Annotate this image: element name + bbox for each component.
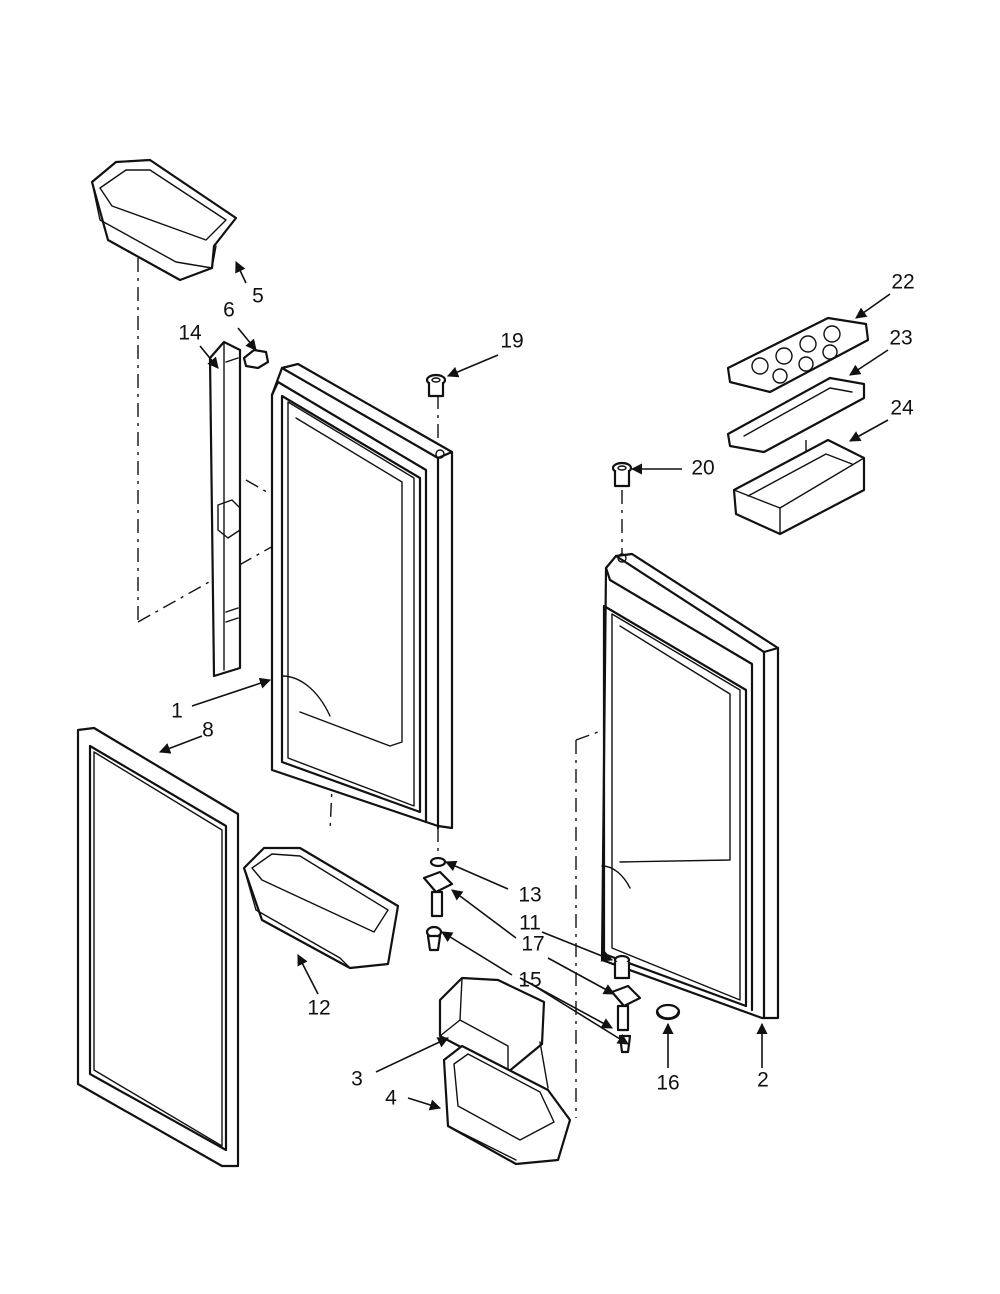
callout-2: 2 — [757, 1069, 769, 1092]
door-bin-top — [90, 158, 238, 282]
callouts: 5 6 14 19 20 22 23 24 1 8 13 11 17 15 12… — [171, 271, 915, 1110]
hinge-hardware-left — [422, 856, 454, 952]
callout-8: 8 — [202, 719, 214, 742]
callout-19: 19 — [500, 330, 523, 353]
callout-6: 6 — [223, 299, 235, 322]
callout-16: 16 — [656, 1072, 679, 1095]
dairy-bin — [442, 1041, 572, 1166]
hinge-cap-16 — [655, 1003, 681, 1021]
left-door — [270, 362, 454, 830]
callout-23: 23 — [889, 327, 912, 350]
callout-4: 4 — [385, 1087, 397, 1110]
door-trim-strip — [208, 340, 242, 678]
ice-tray-cover-22 — [726, 316, 870, 394]
leader-arrows — [158, 260, 891, 1111]
callout-11: 11 — [519, 912, 541, 935]
hinge-bushing-20 — [611, 461, 633, 488]
callout-5: 5 — [252, 285, 264, 308]
callout-3: 3 — [351, 1068, 363, 1091]
callout-14: 14 — [178, 322, 202, 345]
callout-12: 12 — [307, 997, 330, 1020]
screw-6 — [242, 348, 270, 370]
right-door — [600, 552, 780, 1020]
callout-22: 22 — [891, 271, 914, 294]
callout-17: 17 — [521, 933, 544, 956]
callout-15: 15 — [518, 969, 541, 992]
callout-20: 20 — [691, 457, 714, 480]
door-bin-lower — [242, 846, 400, 970]
callout-24: 24 — [890, 397, 914, 420]
callout-1: 1 — [171, 700, 183, 723]
ice-bin-24 — [732, 438, 866, 536]
hinge-bushing-19 — [425, 373, 447, 398]
ice-tray-23 — [726, 376, 866, 454]
callout-13: 13 — [518, 884, 541, 907]
door-gasket — [76, 726, 240, 1168]
